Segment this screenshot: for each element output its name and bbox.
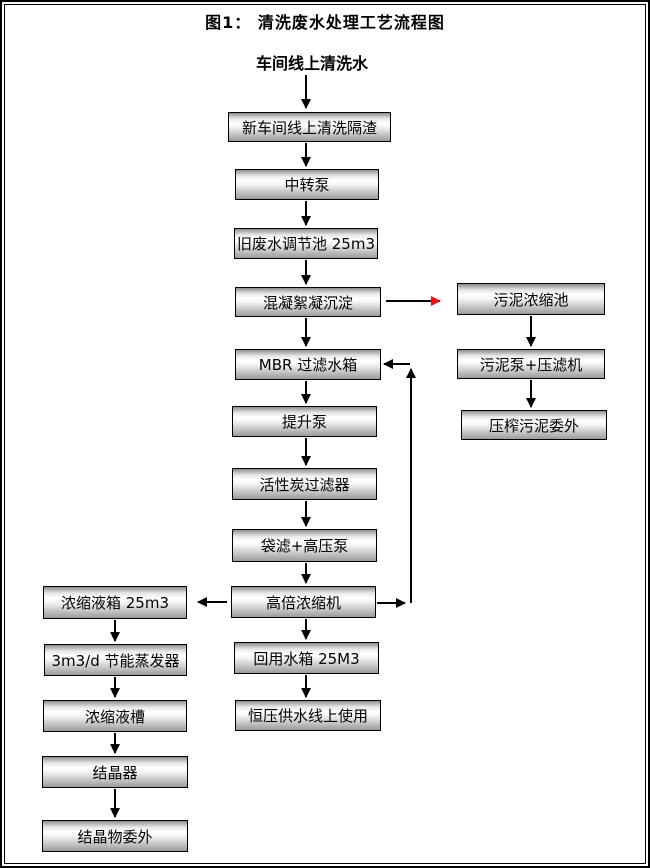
node-activated-carbon-filter: 活性炭过滤器 [232,468,377,500]
node-bag-filter-high-pressure-pump: 袋滤+高压泵 [232,529,377,562]
figure-title: 图1： 清洗废水处理工艺流程图 [205,13,445,32]
node-label: 浓缩液箱 25m3 [60,594,169,612]
node-label: 3m3/d 节能蒸发器 [51,651,180,670]
node-label: 活性炭过滤器 [259,475,350,494]
node-coagulation-flocculation-sedimentation: 混凝絮凝沉淀 [235,287,381,317]
node-new-line-washing-screening: 新车间线上清洗隔渣 [228,112,391,142]
node-label: 中转泵 [284,176,330,194]
node-label: 旧废水调节池 25m3 [236,235,375,253]
node-transfer-pump: 中转泵 [235,169,379,200]
node-label: 压榨污泥委外 [488,416,579,435]
node-label: 污泥浓缩池 [493,290,569,309]
node-crystals-outsourced: 结晶物委外 [42,820,188,852]
node-label: 恒压供水线上使用 [247,707,368,725]
node-energy-saving-evaporator: 3m3/d 节能蒸发器 [44,644,187,676]
node-label: 回用水箱 25M3 [253,649,360,668]
node-sludge-thickening-tank: 污泥浓缩池 [457,283,605,315]
node-label: MBR 过滤水箱 [258,356,358,374]
node-crystallizer: 结晶器 [42,756,188,788]
node-sludge-pump-filter-press: 污泥泵+压滤机 [457,349,605,379]
node-constant-pressure-supply-line: 恒压供水线上使用 [235,700,381,731]
node-reuse-water-tank: 回用水箱 25M3 [234,642,379,674]
node-concentrate-trough: 浓缩液槽 [43,700,187,732]
node-mbr-filter-tank: MBR 过滤水箱 [235,349,381,380]
node-label: 新车间线上清洗隔渣 [241,118,377,137]
node-high-rate-concentrator: 高倍浓缩机 [231,586,376,618]
node-pressed-sludge-outsourced: 压榨污泥委外 [461,410,607,440]
node-label: 提升泵 [281,413,327,431]
node-label: 混凝絮凝沉淀 [262,293,353,312]
node-label: 浓缩液槽 [84,707,145,726]
node-label: 高倍浓缩机 [265,593,341,612]
node-label: 结晶器 [92,763,138,782]
node-label: 污泥泵+压滤机 [479,355,583,374]
node-old-wastewater-regulating-tank: 旧废水调节池 25m3 [234,228,378,259]
start-label: 车间线上清洗水 [255,54,368,73]
node-label: 结晶物委外 [77,827,153,846]
node-label: 袋滤+高压泵 [260,537,349,555]
node-concentrate-tank: 浓缩液箱 25m3 [43,586,187,619]
node-lift-pump: 提升泵 [232,406,377,437]
